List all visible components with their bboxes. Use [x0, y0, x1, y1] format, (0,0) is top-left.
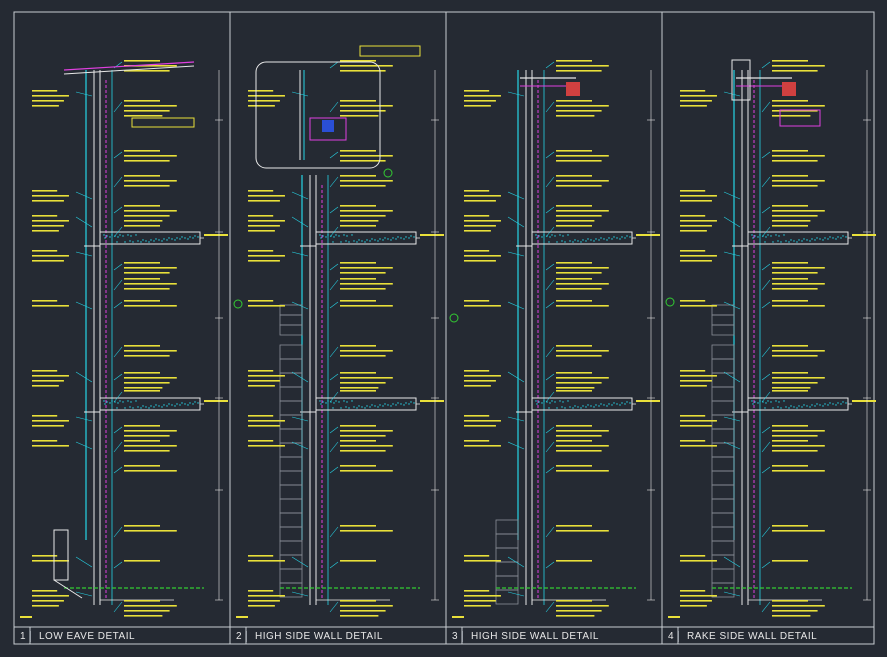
sheet-frame [13, 11, 875, 645]
detail-title-text: HIGH SIDE WALL DETAIL [471, 630, 599, 642]
detail-title-text: HIGH SIDE WALL DETAIL [255, 630, 383, 642]
detail-title-text: LOW EAVE DETAIL [39, 630, 136, 642]
detail-title-text: RAKE SIDE WALL DETAIL [687, 630, 818, 642]
wall-section-4 [665, 59, 876, 618]
detail-number: 4 [664, 630, 679, 642]
detail-number: 3 [448, 630, 463, 642]
detail-title-4: 4 RAKE SIDE WALL DETAIL [664, 627, 817, 645]
wall-section-3 [449, 60, 660, 618]
detail-number: 1 [16, 630, 31, 642]
detail-title-3: 3 HIGH SIDE WALL DETAIL [448, 627, 599, 645]
wall-section-1 [20, 60, 228, 618]
detail-title-1: 1 LOW EAVE DETAIL [16, 627, 135, 645]
detail-number: 2 [232, 630, 247, 642]
detail-title-2: 2 HIGH SIDE WALL DETAIL [232, 627, 383, 645]
wall-section-2 [233, 45, 444, 618]
